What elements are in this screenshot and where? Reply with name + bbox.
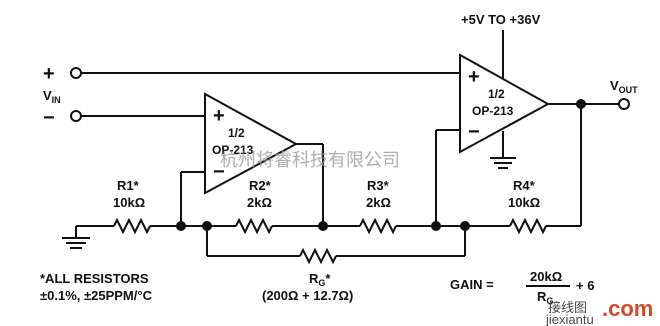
r4-resistor bbox=[509, 217, 547, 235]
supply-label: +5V TO +36V bbox=[461, 12, 541, 27]
rg-name: RG* bbox=[309, 271, 331, 288]
gain-add: + 6 bbox=[576, 278, 594, 293]
junction-dot bbox=[176, 221, 186, 231]
vout-label: VOUT bbox=[610, 78, 638, 95]
r1-value: 10kΩ bbox=[113, 195, 145, 210]
junction-dot bbox=[202, 221, 212, 231]
vin-minus-sign: − bbox=[43, 107, 55, 129]
vin-plus-sign: + bbox=[43, 63, 55, 85]
op-amp-1 bbox=[204, 92, 299, 195]
r2-value: 2kΩ bbox=[247, 195, 272, 210]
watermark-text: 杭州将睿科技有限公司 bbox=[220, 150, 400, 171]
amp1-section: 1/2 bbox=[228, 126, 245, 140]
r1-name: R1* bbox=[117, 178, 140, 193]
amp1-plus-sign: + bbox=[213, 105, 225, 127]
gain-label: GAIN = bbox=[450, 277, 494, 292]
gain-denominator: RG bbox=[537, 289, 553, 306]
vout-terminal bbox=[618, 98, 630, 110]
r3-name: R3* bbox=[367, 178, 390, 193]
amp2-plus-sign: + bbox=[468, 66, 480, 88]
resistor-note-line2: ±0.1%, ±25PPM/°C bbox=[40, 288, 153, 303]
site-logo-text: 接线图 bbox=[548, 300, 587, 315]
r1-resistor bbox=[113, 217, 151, 235]
r4-value: 10kΩ bbox=[508, 195, 540, 210]
vin-minus-terminal bbox=[70, 110, 82, 122]
site-name-text: jiexiantu bbox=[545, 312, 594, 326]
site-tld-text: .com bbox=[602, 296, 653, 321]
gain-numerator: 20kΩ bbox=[530, 269, 562, 284]
rg-resistor bbox=[299, 247, 337, 265]
amp2-part: OP-213 bbox=[472, 104, 514, 118]
vin-label: VIN bbox=[43, 88, 61, 105]
op-amp-2 bbox=[459, 53, 551, 154]
r1-ground-symbol bbox=[62, 226, 90, 249]
r3-value: 2kΩ bbox=[366, 195, 391, 210]
r3-resistor bbox=[359, 217, 397, 235]
junction-dot bbox=[431, 221, 441, 231]
junction-dot bbox=[460, 221, 470, 231]
amp1-part: OP-213 bbox=[212, 143, 254, 157]
amp2-section: 1/2 bbox=[488, 87, 505, 101]
vin-plus-terminal bbox=[70, 67, 82, 79]
r4-name: R4* bbox=[513, 178, 536, 193]
r2-resistor bbox=[235, 217, 273, 235]
amp1-minus-sign: − bbox=[213, 161, 225, 183]
rg-value: (200Ω + 12.7Ω) bbox=[262, 288, 353, 303]
resistor-note-line1: *ALL RESISTORS bbox=[40, 271, 149, 286]
amp2-ground-symbol bbox=[490, 157, 516, 169]
junction-dot bbox=[318, 221, 328, 231]
amp2-minus-sign: − bbox=[468, 121, 480, 143]
r2-name: R2* bbox=[249, 178, 272, 193]
